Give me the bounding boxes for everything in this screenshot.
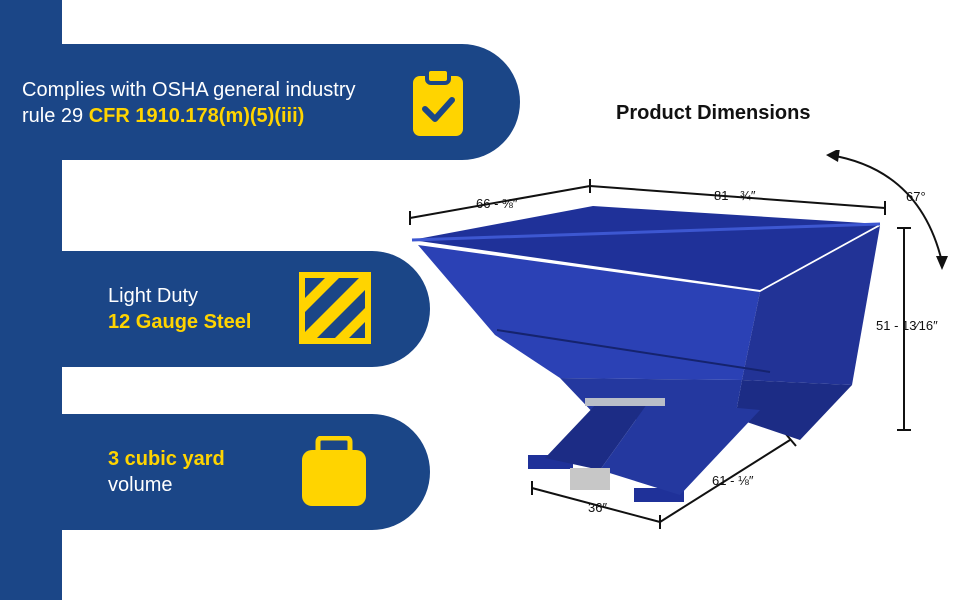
dimension-tilt-angle-label: 67°	[906, 189, 926, 204]
feature-volume-label: volume	[108, 474, 173, 496]
cube-volume-icon	[298, 435, 370, 513]
dimension-width-label: 81 - ¾″	[714, 188, 756, 203]
feature-osha-compliance: Complies with OSHA general industry rule…	[0, 44, 520, 160]
feature-osha-prefix: rule 29	[22, 105, 89, 127]
hopper-diagram	[409, 150, 948, 529]
feature-volume-value: 3 cubic yard	[108, 448, 225, 470]
product-dimensions-title: Product Dimensions	[616, 102, 811, 124]
feature-steel-text: Light Duty 12 Gauge Steel	[108, 283, 251, 335]
dimension-base-depth-label: 61 - ⅛″	[712, 473, 754, 488]
feature-volume: 3 cubic yard volume	[0, 414, 430, 530]
feature-osha-line2: rule 29 CFR 1910.178(m)(5)(iii)	[22, 103, 355, 129]
hazard-stripes-icon	[298, 271, 372, 350]
feature-osha-line1: Complies with OSHA general industry	[22, 79, 356, 101]
feature-osha-regulation: CFR 1910.178(m)(5)(iii)	[88, 105, 305, 127]
feature-steel-gauge-value: 12 Gauge Steel	[108, 311, 252, 333]
feature-volume-text: 3 cubic yard volume	[108, 446, 225, 498]
feature-steel-gauge: Light Duty 12 Gauge Steel	[0, 251, 430, 367]
clipboard-check-icon	[410, 66, 466, 143]
dimension-height-label: 51 - 13⁄16″	[876, 318, 938, 333]
dimension-depth-label: 66 - ⅜″	[476, 196, 518, 211]
feature-steel-line1: Light Duty	[108, 285, 199, 307]
dimension-base-width-label: 36″	[588, 500, 608, 515]
feature-osha-text: Complies with OSHA general industry rule…	[22, 77, 355, 129]
